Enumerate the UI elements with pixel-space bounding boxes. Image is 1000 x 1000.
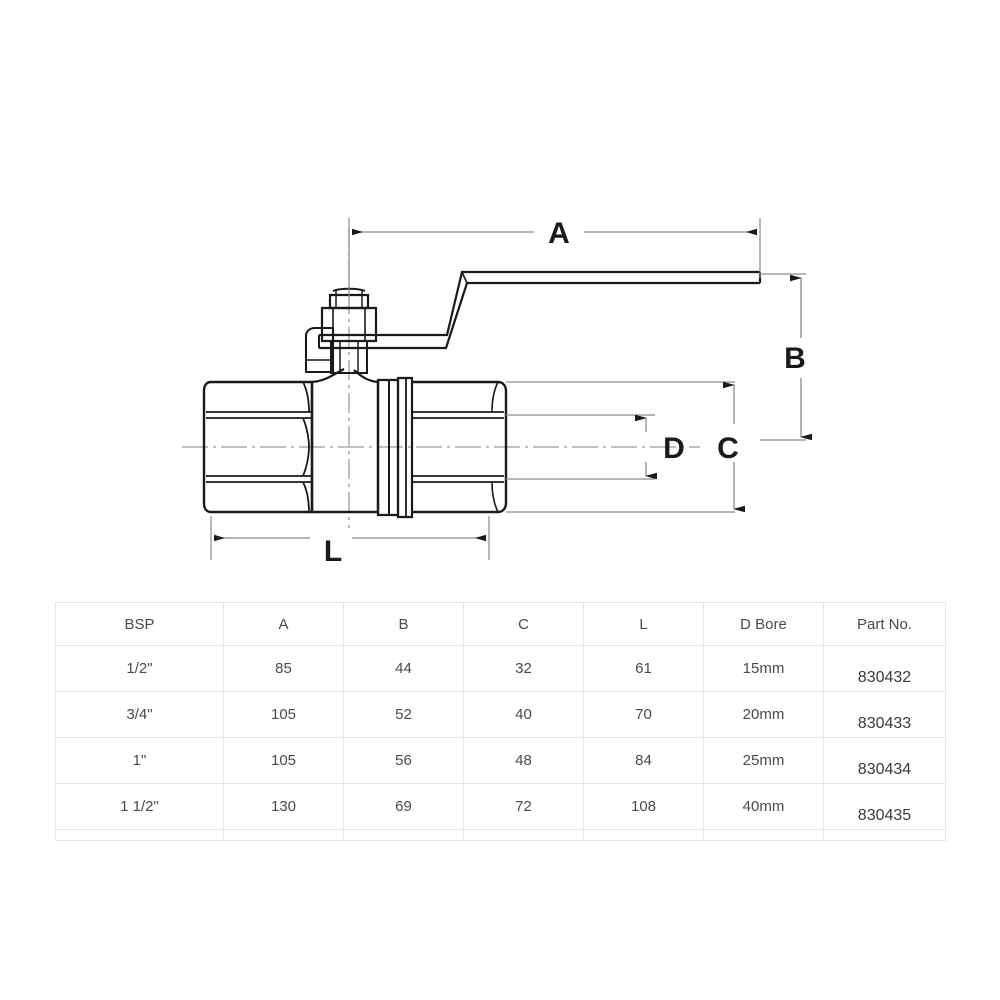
cell-empty	[703, 829, 824, 841]
cell-a: 105	[223, 737, 344, 784]
dimension-c-label: C	[717, 432, 739, 465]
cell-d-bore: 20mm	[703, 691, 824, 738]
dimension-extension-lines	[210, 218, 806, 560]
dimension-l: L	[214, 534, 486, 568]
valve-right-end	[412, 380, 508, 514]
valve-handle-lever	[318, 270, 762, 350]
cell-c: 32	[463, 645, 584, 692]
valve-drawing-svg: A B C D	[182, 217, 812, 568]
cell-empty	[823, 829, 946, 841]
cell-l: 84	[583, 737, 704, 784]
cell-part-no: 830434	[823, 737, 946, 784]
dimension-d: D	[635, 414, 685, 480]
cell-empty	[343, 829, 464, 841]
table-body: 1/2" 85 44 32 61 15mm 830432 3/4" 105 52…	[55, 645, 946, 841]
dimension-c: C	[717, 381, 745, 513]
cell-bsp: 1/2"	[55, 645, 224, 692]
cell-empty	[583, 829, 704, 841]
specification-table: BSP A B C L D Bore Part No. 1/2" 85 44 3…	[55, 602, 946, 841]
cell-d-bore: 25mm	[703, 737, 824, 784]
cell-a: 85	[223, 645, 344, 692]
cell-empty	[223, 829, 344, 841]
column-header-a: A	[223, 602, 344, 646]
table-row-empty	[55, 829, 946, 841]
cell-l: 61	[583, 645, 704, 692]
valve-stem-assembly	[304, 287, 378, 374]
column-header-l: L	[583, 602, 704, 646]
cell-empty	[55, 829, 224, 841]
cell-c: 40	[463, 691, 584, 738]
dimension-d-label: D	[663, 432, 685, 465]
table-row: 1/2" 85 44 32 61 15mm 830432	[55, 645, 946, 692]
dimension-b-label: B	[784, 342, 806, 375]
column-header-b: B	[343, 602, 464, 646]
valve-left-end	[202, 380, 314, 514]
cell-l: 70	[583, 691, 704, 738]
cell-c: 48	[463, 737, 584, 784]
column-header-d-bore: D Bore	[703, 602, 824, 646]
dimension-b: B	[784, 274, 812, 441]
cell-part-no: 830433	[823, 691, 946, 738]
table-row: 1" 105 56 48 84 25mm 830434	[55, 737, 946, 784]
cell-part-no: 830435	[823, 783, 946, 830]
cell-a: 105	[223, 691, 344, 738]
column-header-bsp: BSP	[55, 602, 224, 646]
cell-l: 108	[583, 783, 704, 830]
cell-b: 52	[343, 691, 464, 738]
table-header-row: BSP A B C L D Bore Part No.	[55, 602, 946, 646]
valve-technical-drawing: A B C D	[182, 217, 812, 568]
cell-d-bore: 15mm	[703, 645, 824, 692]
table-row: 3/4" 105 52 40 70 20mm 830433	[55, 691, 946, 738]
dimension-a-label: A	[548, 217, 570, 250]
cell-empty	[463, 829, 584, 841]
cell-bsp: 1 1/2"	[55, 783, 224, 830]
table-header: BSP A B C L D Bore Part No.	[55, 602, 946, 646]
cell-b: 56	[343, 737, 464, 784]
cell-b: 69	[343, 783, 464, 830]
cell-d-bore: 40mm	[703, 783, 824, 830]
dimension-l-label: L	[324, 535, 342, 568]
specification-table-container: BSP A B C L D Bore Part No. 1/2" 85 44 3…	[55, 602, 946, 841]
cell-b: 44	[343, 645, 464, 692]
cell-part-no: 830432	[823, 645, 946, 692]
cell-a: 130	[223, 783, 344, 830]
table-row: 1 1/2" 130 69 72 108 40mm 830435	[55, 783, 946, 830]
cell-bsp: 1"	[55, 737, 224, 784]
cell-c: 72	[463, 783, 584, 830]
valve-center-body	[310, 368, 414, 519]
dimension-a: A	[352, 217, 757, 250]
column-header-part-no: Part No.	[823, 602, 946, 646]
cell-bsp: 3/4"	[55, 691, 224, 738]
column-header-c: C	[463, 602, 584, 646]
